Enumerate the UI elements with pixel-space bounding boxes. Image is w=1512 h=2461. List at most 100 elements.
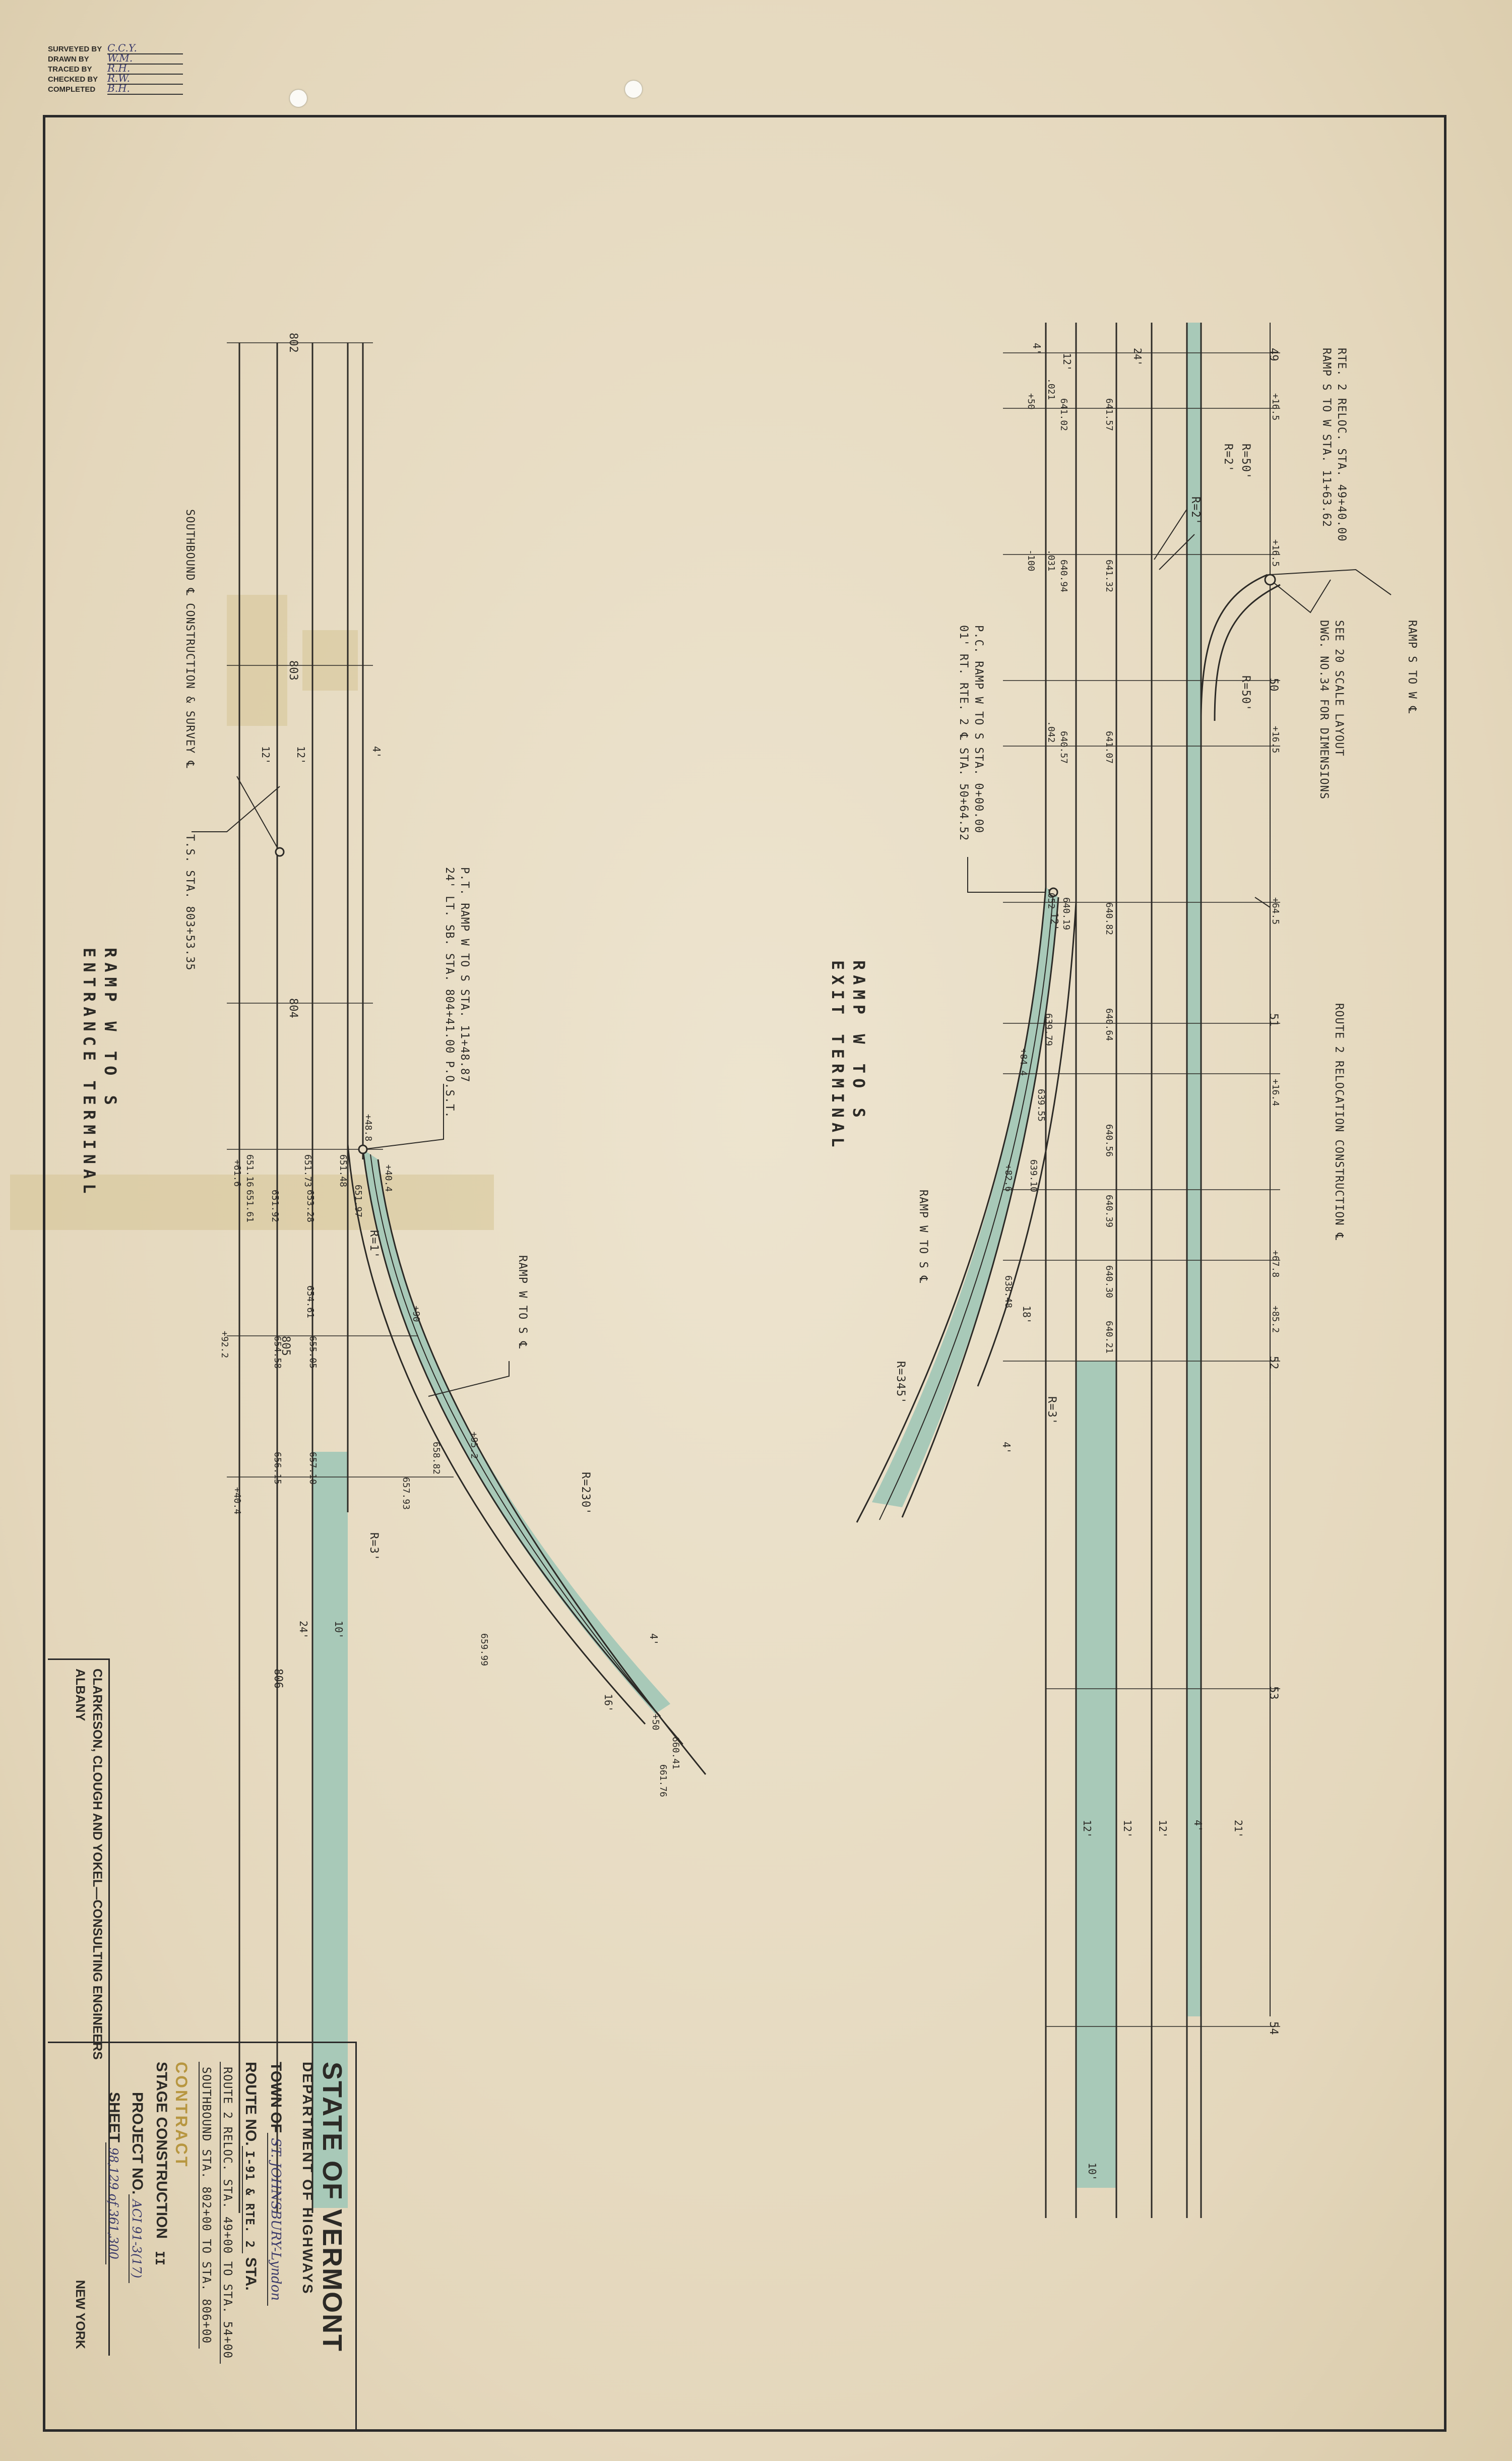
callout-pt-ramp: P.T. RAMP W TO S STA. 11+48.87 (458, 867, 471, 1082)
credit-label: SURVEYED BY (48, 45, 102, 53)
sta-label: STA. (242, 2257, 259, 2291)
chainage-label: +85.2 (1270, 1306, 1281, 1333)
elevation-label: 638.48 (1003, 1275, 1014, 1308)
chainage-label: +95.2 (469, 1432, 479, 1459)
width-label: 4' (1000, 1442, 1013, 1454)
callout-route2-reloc: ROUTE 2 RELOCATION CONSTRUCTION ℄ (1333, 1003, 1345, 1241)
station-label: 54 (1267, 2021, 1280, 2035)
station-label: 49 (1267, 348, 1280, 361)
station-label: 805 (279, 1336, 292, 1356)
limits-line: SOUTHBOUND STA. 802+00 TO STA. 806+00 (199, 2062, 213, 2349)
credit-value: C.C.Y. (107, 42, 183, 54)
width-label: 4' (1192, 1820, 1204, 1832)
consultant-city: ALBANY (73, 1669, 87, 1721)
leader-line (1270, 579, 1331, 613)
control-point (1048, 887, 1058, 897)
width-label: 12' (260, 746, 272, 764)
tape-strip (10, 1175, 494, 1230)
credit-label: CHECKED BY (48, 75, 98, 84)
label-radius: R=50' (1239, 444, 1252, 479)
chainage-label: +16.5 (1270, 393, 1281, 420)
chainage-label: +82.6 (1003, 1164, 1014, 1192)
ramp-entrance-pavement (363, 1149, 670, 1714)
width-label: 24' (297, 1621, 309, 1639)
punch-hole-left (290, 90, 307, 107)
sheet-value: 98,129 of 361,300 (105, 2142, 120, 2264)
station-label: 806 (272, 1669, 284, 1689)
chainage-label: +67.8 (1270, 1250, 1281, 1277)
ramp-s-to-w-edge (1214, 584, 1281, 721)
station-label: 53 (1267, 1686, 1280, 1700)
elevation-label: 640.30 (1104, 1265, 1114, 1298)
width-label: 4' (370, 746, 383, 758)
callout-pt-ramp: 24' LT. SB. STA. 804+41.00 P.O.S.T. (443, 867, 456, 1119)
sheet-border (43, 115, 1446, 2432)
chainage-label: +84.4 (1018, 1049, 1029, 1076)
station-label: 803 (287, 660, 299, 681)
credit-label: COMPLETED (48, 85, 96, 94)
credit-value: B.H. (107, 83, 183, 95)
callout-ts-sta: T.S. STA. 803+53.35 (183, 834, 196, 971)
width-label: 12' (1121, 1820, 1133, 1838)
chainage-label: +40.4 (383, 1164, 394, 1192)
ramp-exit-outer-edge (977, 902, 1077, 1387)
chainage-label: +64.5 (1270, 897, 1281, 925)
leader-line (1270, 569, 1392, 595)
elevation-label: 640.57 (1058, 731, 1069, 764)
credit-value: W.M. (107, 52, 183, 65)
elevation-label: 651.16 (244, 1154, 255, 1187)
label-radius: R=345' (894, 1361, 907, 1404)
elevation-label: 651.61 (244, 1190, 255, 1222)
station-label: 802 (287, 333, 299, 353)
width-label: 24' (1131, 348, 1144, 366)
station-label: 52 (1267, 1356, 1280, 1370)
leader-line (967, 857, 1046, 893)
leader-line (428, 1361, 510, 1397)
elevation-label: 640.64 (1104, 1008, 1114, 1041)
elevation-label: 640.94 (1058, 560, 1069, 592)
entrance-terminal-line: ENTRANCE TERMINAL (80, 948, 99, 1199)
elevation-label: 640.82 (1104, 902, 1114, 935)
leader-line (192, 786, 280, 832)
callout-pc-ramp: P.C. RAMP W TO S STA. 0+00.00 (972, 625, 985, 833)
elevation-label: 641.32 (1104, 560, 1114, 592)
credit-value: R.H. (107, 63, 183, 75)
elevation-label: 657.93 (401, 1477, 411, 1510)
chainage-label: -100 (1026, 549, 1036, 571)
label-radius: R=2' (1222, 444, 1234, 472)
ramp-entrance-centerline (370, 1154, 683, 1745)
elevation-label: 661.76 (658, 1764, 668, 1797)
entrance-terminal-line: RAMP W TO S (101, 948, 120, 1110)
width-label: 12' (1081, 1820, 1093, 1838)
elevation-label: .031 (1046, 549, 1056, 571)
shoulder-strip (1187, 323, 1201, 2016)
control-point (275, 847, 285, 857)
chainage-label: +16.4 (1270, 1079, 1281, 1106)
elevation-label: 641.07 (1104, 731, 1114, 764)
elevation-label: 651.73 (302, 1154, 313, 1187)
chainage-label: +48.8 (363, 1114, 373, 1141)
callout-see-layout: DWG. NO.34 FOR DIMENSIONS (1317, 620, 1330, 799)
ramp-s-to-w-edge (1200, 574, 1268, 716)
contract-stamp: CONTRACT (172, 2062, 191, 2169)
width-label: 12' (295, 746, 307, 764)
elevation-label: 655.05 (307, 1336, 318, 1369)
chainage-label: +16.5 (1270, 539, 1281, 567)
width-label: 12' (1157, 1820, 1169, 1838)
elevation-label: 640.39 (1104, 1195, 1114, 1227)
callout-see-layout: SEE 20 SCALE LAYOUT (1333, 620, 1345, 757)
callout-southbound: SOUTHBOUND ℄ CONSTRUCTION & SURVEY ℄ (183, 509, 196, 769)
elevation-label: 654.61 (305, 1285, 316, 1318)
consultant-box (48, 1658, 110, 2356)
label-radius: R=1' (367, 1230, 380, 1259)
title-block: STATE OF VERMONT DEPARTMENT OF HIGHWAYS … (105, 2062, 348, 2445)
elevation-label: 651.92 (270, 1190, 280, 1222)
ramp-entrance-edge (377, 1159, 707, 1775)
ramp-exit-edge (901, 897, 1059, 1518)
station-label: 804 (287, 998, 299, 1018)
ramp-entrance-edge (362, 1149, 661, 1717)
ramp-exit-edge (856, 887, 1047, 1523)
ramp-entrance-edge (347, 1144, 646, 1725)
width-label: 12' (1048, 912, 1060, 931)
